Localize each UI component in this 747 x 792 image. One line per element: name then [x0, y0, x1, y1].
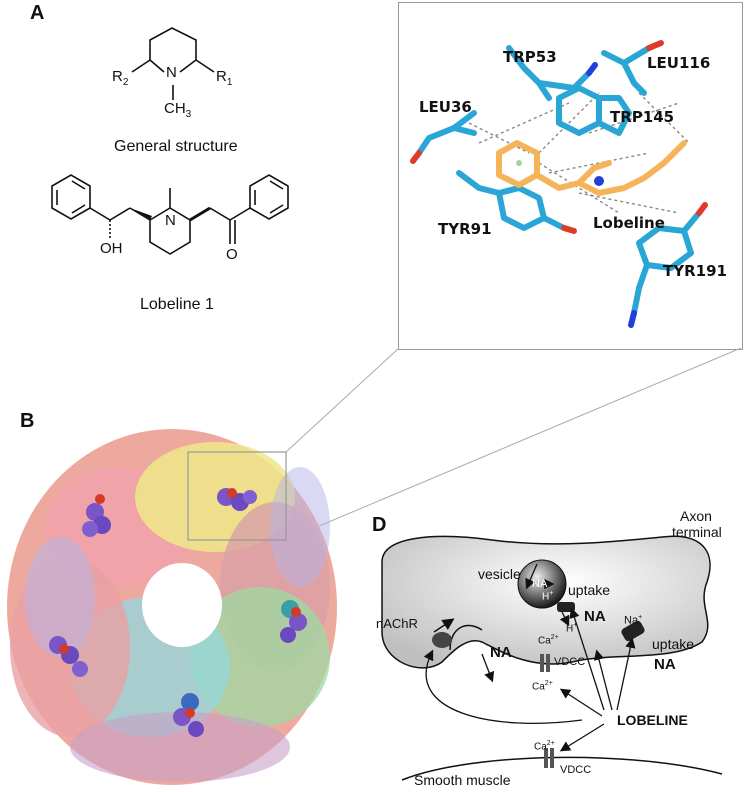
lobeline-caption: Lobeline 1	[140, 296, 214, 313]
axon-label-1: Axon	[680, 508, 712, 524]
vdcc-top	[540, 654, 550, 672]
transporter-right	[621, 620, 645, 642]
atom-ch3-letter: CH	[164, 100, 186, 117]
h-sup: +	[549, 590, 554, 597]
residue-trp53: TRP53	[503, 48, 557, 66]
ca-muscle-label: Ca2+	[534, 740, 555, 752]
panel-c-binding-site	[410, 40, 708, 328]
atom-n-lobeline: N	[165, 212, 176, 229]
panel-d-mechanism-diagram	[381, 535, 723, 781]
ligand-sphere-5	[173, 693, 204, 737]
ca-top-label: Ca2+	[538, 634, 559, 646]
residue-leu36: LEU36	[419, 98, 472, 116]
atom-r2-letter: R	[112, 68, 123, 85]
residue-trp145: TRP145	[610, 108, 675, 126]
na-top-label: NA	[584, 608, 606, 625]
axon-label-2: terminal	[672, 524, 722, 540]
ca-muscle-sup: 2+	[546, 740, 555, 747]
lobeline-label: LOBELINE	[617, 712, 688, 728]
ligand-sphere-1	[82, 494, 111, 537]
na-right-label: NA	[654, 656, 676, 673]
uptake-right-label: uptake	[652, 636, 695, 652]
atom-ch3-sub: 3	[185, 109, 192, 120]
panel-b-protein-surface	[7, 429, 337, 785]
h-letter: H	[542, 591, 550, 603]
residue-lobeline: Lobeline	[593, 214, 665, 232]
atom-ch3: CH3	[164, 100, 191, 120]
general-structure-caption: General structure	[114, 138, 238, 155]
ca-muscle-letter: Ca	[534, 741, 547, 753]
panel-letter-b: B	[20, 410, 35, 432]
residue-tyr191: TYR191	[663, 262, 727, 280]
h-outside-sup: +	[573, 622, 578, 629]
h-outside-label: H+	[566, 622, 577, 634]
residue-tyr91: TYR91	[438, 220, 492, 238]
na-release-label: NA	[490, 644, 512, 661]
atom-r2-sub: 2	[122, 77, 129, 88]
vesicle	[517, 559, 567, 609]
panel-letter-a: A	[30, 2, 45, 24]
ca-bottom-sup: 2+	[544, 680, 553, 687]
zoom-box	[187, 451, 287, 541]
general-ring	[149, 27, 197, 73]
h-in-vesicle: H+	[542, 590, 553, 602]
ca-top-letter: Ca	[538, 635, 551, 647]
vdcc-muscle	[544, 748, 554, 768]
ligand-sphere-2	[217, 488, 257, 511]
vdcc-muscle-label: VDCC	[560, 764, 592, 776]
atom-r1-sub: 1	[226, 77, 233, 88]
nachr-label: nAChR	[376, 616, 418, 631]
ligand-sphere-3	[280, 600, 307, 643]
ligand-sphere-4	[49, 636, 88, 677]
vdcc-top-label: VDCC	[554, 656, 586, 668]
ca-bottom-letter: Ca	[532, 681, 545, 693]
atom-o: O	[226, 246, 238, 263]
atom-oh: OH	[100, 240, 123, 257]
nachr-receptor	[432, 618, 455, 648]
smooth-muscle-membrane	[401, 756, 723, 781]
atom-r1-letter: R	[216, 68, 227, 85]
atom-r1: R1	[216, 68, 232, 88]
na-plus-label: Na+	[624, 614, 642, 627]
atom-r2: R2	[112, 68, 128, 88]
residue-leu116: LEU116	[647, 54, 711, 72]
uptake-top-label: uptake	[568, 582, 611, 598]
vesicle-label: vesicle	[478, 566, 521, 582]
panel-a-structures	[51, 27, 289, 255]
na-plus-sup: +	[638, 614, 643, 621]
atom-n-general: N	[166, 64, 177, 81]
h-outside-letter: H	[566, 623, 574, 635]
right-phenyl-ring	[249, 174, 289, 220]
release-pocket	[449, 624, 483, 651]
ca-bottom-label: Ca2+	[532, 680, 553, 692]
na-in-vesicle: NA	[532, 578, 548, 590]
na-plus-letter: Na	[624, 614, 639, 627]
panel-c-frame	[398, 2, 743, 350]
ca-top-sup: 2+	[550, 634, 559, 641]
smooth-muscle-label: Smooth muscle	[414, 772, 511, 788]
